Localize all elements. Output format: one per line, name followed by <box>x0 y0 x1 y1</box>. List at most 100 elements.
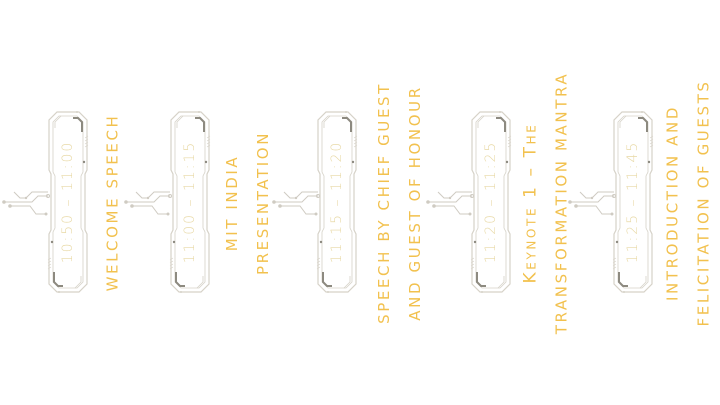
session-title: INTRODUCTION AND FELICITATION OF GUESTS <box>656 0 720 405</box>
trace <box>343 276 351 289</box>
circuit-connector-icon <box>568 186 616 224</box>
time-range: 10:50 – 11:00 <box>60 140 76 264</box>
circuit-node <box>568 200 572 204</box>
hatch-mark <box>470 266 475 270</box>
circuit-node <box>76 111 78 113</box>
frame-outline <box>317 111 357 293</box>
trace <box>639 276 647 289</box>
hatch-mark <box>612 263 617 267</box>
hatch-mark <box>353 141 358 145</box>
session-title-line: Keynote 1 – The <box>520 122 540 283</box>
hatch-mark <box>316 260 321 264</box>
hatch-mark <box>316 257 321 261</box>
circuit-node <box>8 204 12 208</box>
circuit-frame-icon <box>47 111 89 293</box>
circuit-node <box>166 212 170 216</box>
time-range: 11:15 – 11:20 <box>329 140 345 264</box>
circuit-node <box>46 194 50 198</box>
hatch-mark <box>47 257 52 261</box>
hatch-mark <box>612 260 617 264</box>
time-frame: 11:00 – 11:15 <box>169 110 211 294</box>
hatch-mark <box>169 257 174 261</box>
trace <box>135 191 170 199</box>
frame-inner-outline <box>321 115 353 289</box>
frame-accent-top <box>638 117 648 132</box>
trace <box>323 115 331 128</box>
time-range: 11:20 – 11:25 <box>483 140 499 264</box>
frame-inner-outline <box>475 115 507 289</box>
hatch-mark <box>353 138 358 142</box>
circuit-node <box>2 200 6 204</box>
circuit-node <box>319 240 323 244</box>
circuit-node <box>590 196 594 200</box>
hatch-mark <box>507 141 512 145</box>
circuit-node <box>432 204 436 208</box>
time-frame: 11:15 – 11:20 <box>316 110 358 294</box>
circuit-node <box>168 194 172 198</box>
circuit-node <box>130 204 134 208</box>
frame-inner-outline <box>174 115 206 289</box>
hatch-mark <box>169 266 174 270</box>
hatch-mark <box>47 260 52 264</box>
hatch-mark <box>649 141 654 145</box>
hatch-mark <box>612 266 617 270</box>
circuit-node <box>615 240 619 244</box>
hatch-mark <box>84 141 89 145</box>
hatch-mark <box>84 138 89 142</box>
circuit-node <box>481 291 483 293</box>
trace <box>280 205 316 215</box>
circuit-node <box>574 204 578 208</box>
circuit-node <box>172 240 176 244</box>
session-title: MIT INDIA PRESENTATION <box>216 0 280 405</box>
frame-outline <box>170 111 210 293</box>
hatch-mark <box>353 135 358 139</box>
trace <box>176 115 184 128</box>
frame-accent-bottom <box>322 272 332 287</box>
circuit-node <box>82 160 86 164</box>
circuit-node <box>204 160 208 164</box>
trace <box>74 276 82 289</box>
frame-accent-bottom <box>175 272 185 287</box>
trace <box>54 115 62 128</box>
trace <box>4 195 48 203</box>
circuit-connector-icon <box>426 186 474 224</box>
hatch-mark <box>470 263 475 267</box>
circuit-node <box>623 291 625 293</box>
time-frame: 10:50 – 11:00 <box>47 110 89 294</box>
circuit-frame-icon <box>612 111 654 293</box>
frame-outline <box>48 111 88 293</box>
hatch-mark <box>47 266 52 270</box>
circuit-node <box>146 196 150 200</box>
trace <box>132 205 168 215</box>
circuit-frame-icon <box>316 111 358 293</box>
circuit-node <box>468 212 472 216</box>
frame-outline <box>471 111 511 293</box>
hatch-mark <box>507 138 512 142</box>
frame-accent-top <box>195 117 205 132</box>
hatch-mark <box>470 257 475 261</box>
hatch-mark <box>649 144 654 148</box>
hatch-mark <box>353 144 358 148</box>
hatch-mark <box>169 260 174 264</box>
circuit-node <box>44 212 48 216</box>
circuit-node <box>505 160 509 164</box>
hatch-mark <box>612 257 617 261</box>
circuit-node <box>345 111 347 113</box>
hatch-mark <box>206 144 211 148</box>
circuit-connector-icon <box>272 186 320 224</box>
trace <box>477 115 485 128</box>
hatch-mark <box>206 141 211 145</box>
frame-accent-top <box>496 117 506 132</box>
circuit-node <box>351 160 355 164</box>
frame-accent-bottom <box>618 272 628 287</box>
circuit-connector-icon <box>2 186 50 224</box>
circuit-connector-icon <box>124 186 172 224</box>
hatch-mark <box>47 263 52 267</box>
session-title-line: SPEECH BY CHIEF GUEST <box>375 81 394 324</box>
circuit-node <box>272 200 276 204</box>
hatch-mark <box>470 260 475 264</box>
session-title-line: FELICITATION OF GUESTS <box>694 79 713 326</box>
circuit-frame-icon <box>470 111 512 293</box>
trace <box>434 205 470 215</box>
circuit-node <box>24 196 28 200</box>
